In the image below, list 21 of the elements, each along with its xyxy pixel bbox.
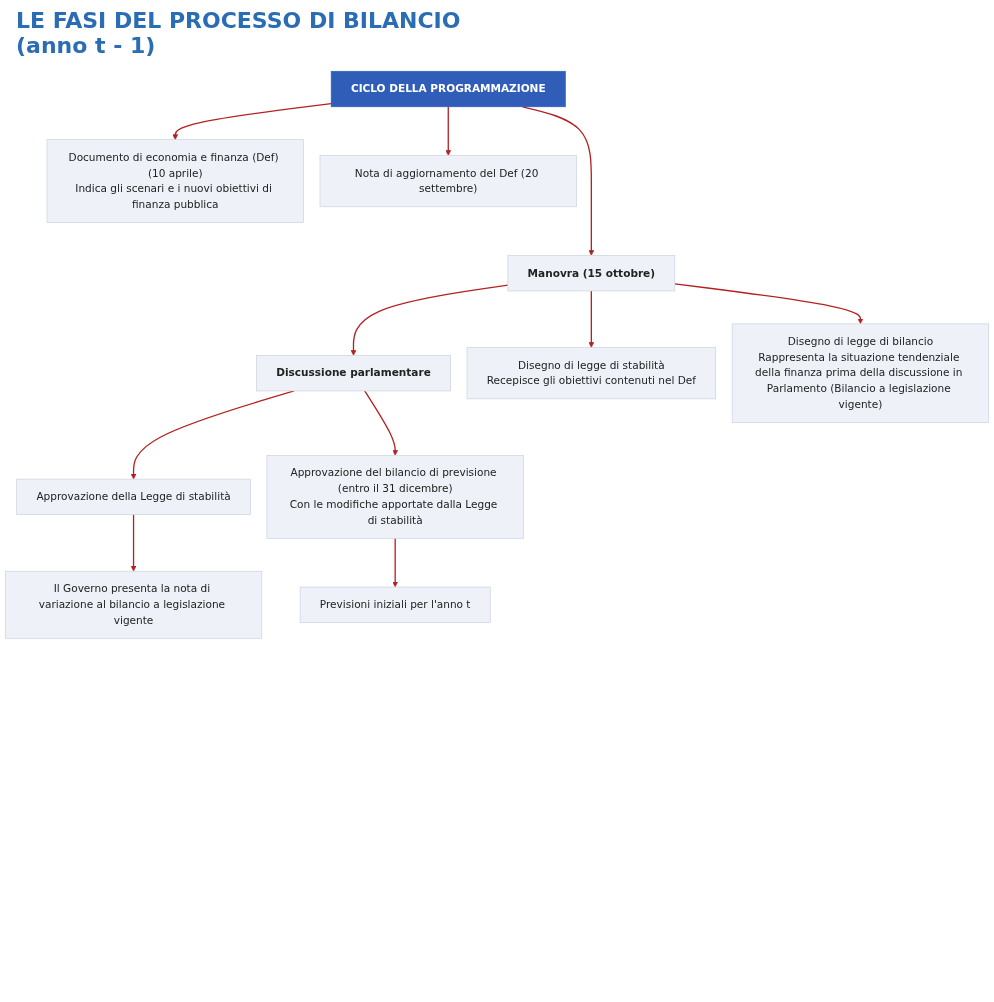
- node-box: Previsioni iniziali per l'anno t: [299, 586, 491, 623]
- node-box: Il Governo presenta la nota di variazione al bilancio a legislazione vigente: [4, 570, 263, 639]
- arrow: [521, 106, 595, 256]
- arrow: [588, 290, 595, 348]
- arrow: [350, 284, 509, 356]
- node-box: Nota di aggiornamento del Def (20 settembre): [319, 155, 577, 208]
- arrow: [364, 390, 399, 456]
- node-box: Approvazione della Legge di stabilità: [16, 478, 251, 515]
- node-box: CICLO DELLA PROGRAMMAZIONE: [330, 70, 566, 108]
- diagram-title: LE FASI DEL PROCESSO DI BILANCIO (anno t - 1): [16, 8, 462, 58]
- arrow: [392, 537, 399, 588]
- node-box: Discussione parlamentare: [256, 355, 451, 392]
- arrow: [130, 514, 137, 572]
- arrow: [674, 283, 864, 325]
- node-box: Disegno di legge di bilancio Rappresenta la situazione tendenziale della finanza prima della discussione in Parlamento (Bilancio a legislazione vigente): [731, 323, 990, 423]
- node-box: Manovra (15 ottobre): [507, 255, 676, 292]
- node-box: Disegno di legge di stabilità Recepisce gli obiettivi contenuti nel Def: [466, 347, 717, 400]
- node-box: Approvazione del bilancio di previsione (entro il 31 dicembre) Con le modifiche apportate dalla Legge di stabilità: [266, 455, 524, 539]
- arrow: [445, 106, 452, 156]
- node-box: Documento di economia e finanza (Def) (10 aprile) Indica gli scenari e i nuovi obiettivi di finanza pubblica: [46, 139, 304, 223]
- arrow: [172, 103, 332, 140]
